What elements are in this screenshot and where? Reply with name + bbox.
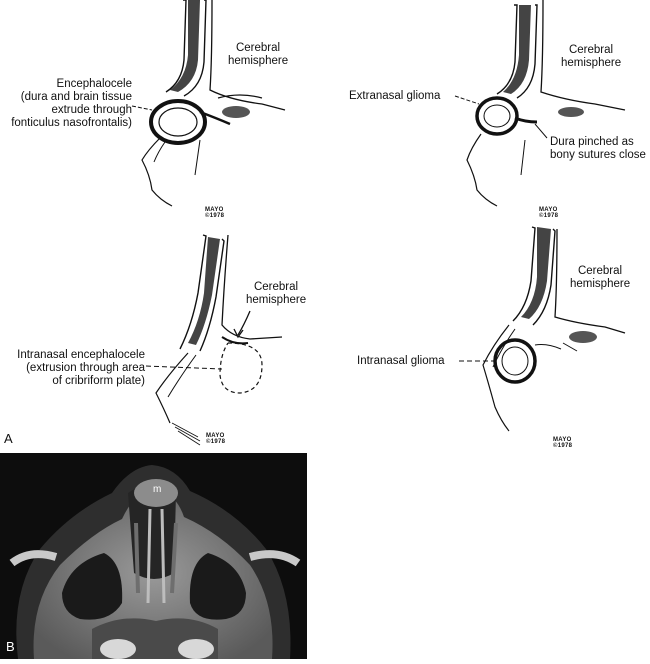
ct-scan-image: B m	[0, 453, 307, 659]
intranasal-encephalocele-sketch	[145, 234, 283, 446]
encephalocele-label: Encephalocele (dura and brain tissue ext…	[11, 78, 132, 129]
intranasal-glioma-sketch	[459, 226, 626, 432]
encephalocele-sketch	[131, 0, 286, 207]
mayo-mark: MAYO©1978	[539, 207, 559, 219]
intranasal-glioma-label: Intranasal glioma	[357, 355, 445, 367]
intranasal-encephalocele-label: Intranasal encephalocele (extrusion thro…	[17, 349, 145, 387]
mayo-mark: MAYO©1978	[206, 433, 226, 445]
extranasal-glioma-label: Extranasal glioma	[349, 90, 441, 102]
ct-scan-graphic	[0, 453, 307, 659]
mass-marker: m	[153, 484, 162, 495]
extranasal-glioma-sketch	[454, 0, 626, 207]
panel-a-letter: A	[4, 431, 13, 446]
mayo-mark: MAYO©1978	[205, 207, 225, 219]
panel-b-letter: B	[6, 639, 15, 654]
mayo-mark: MAYO©1978	[553, 437, 573, 449]
